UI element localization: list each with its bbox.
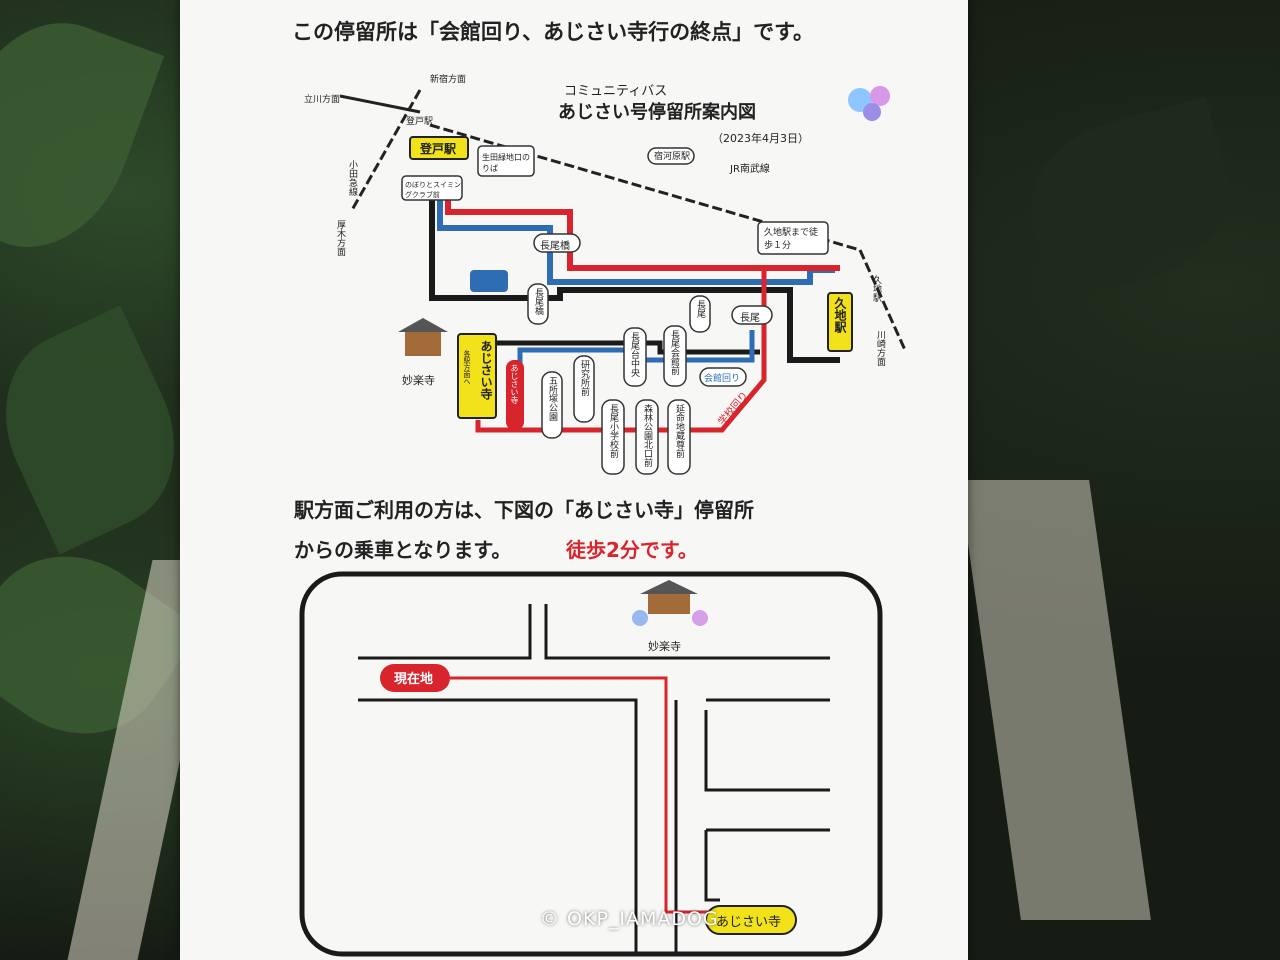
header-text: この停留所は「会館回り、あじさい寺行の終点」です。 xyxy=(292,20,815,44)
label-enmei: 延命地蔵尊前 xyxy=(674,404,684,458)
label-naganobashi-v: 長尾橋 xyxy=(533,288,543,315)
label-nagaodai: 長尾台中央 xyxy=(629,332,639,377)
label-myorakuji: 妙楽寺 xyxy=(402,374,435,387)
label-kuji-walk: 久地駅まで徒歩１分 xyxy=(764,228,819,251)
map-title-sub: コミュニティバス xyxy=(564,84,668,99)
label-naganobashi-top: 長尾橋 xyxy=(540,241,570,252)
label-noborito-swim: のぼりとスイミングクラブ前 xyxy=(405,181,461,199)
map-title: あじさい号停留所案内図 xyxy=(558,102,756,123)
map-date: （2023年4月3日） xyxy=(712,132,809,145)
label-kuji-vertical: 久地駅 xyxy=(871,275,881,302)
watermark: © OKP_IAMADOG xyxy=(540,908,719,930)
label-ajisai-red: あじさい寺 xyxy=(510,364,519,404)
instruction-line2a: からの乗車となります。 xyxy=(294,538,512,562)
instruction-line1: 駅方面ご利用の方は、下図の「あじさい寺」停留所 xyxy=(294,498,754,522)
label-jr-nambu: JR南武線 xyxy=(730,164,770,175)
label-kenkyujo: 研究所前 xyxy=(579,360,589,396)
label-shinjuku: 新宿方面 xyxy=(430,75,467,85)
label-nagao-shogakko: 長尾小学校前 xyxy=(608,404,618,458)
label-ajisai-terminal: あじさい寺 xyxy=(479,340,493,400)
label-noborito-stop: 登戸駅 xyxy=(420,142,457,156)
label-noborito-box: 登戸駅 xyxy=(406,117,434,127)
label-odakyu: 小田急線 xyxy=(347,160,357,196)
label-atsugi: 厚木方面 xyxy=(335,220,345,256)
label-shinrin: 森林公園北口前 xyxy=(642,404,652,467)
label-tachikawa: 立川方面 xyxy=(304,95,341,105)
label-kawasaki: 川崎方面 xyxy=(875,330,885,366)
label-kaikan-mawari: 会館回り xyxy=(704,374,741,384)
label-nagao-h: 長尾 xyxy=(740,313,760,324)
lower-current-location: 現在地 xyxy=(394,672,434,687)
instruction-line2b: 徒歩2分です。 xyxy=(566,538,698,562)
lower-ajisai-stop: あじさい寺 xyxy=(716,915,782,930)
label-ikuta: 生田緑地口のりば xyxy=(482,153,530,173)
label-shukugawara: 宿河原駅 xyxy=(654,152,691,162)
lower-temple-label: 妙楽寺 xyxy=(648,640,681,653)
label-kuji-station: 久地駅 xyxy=(833,297,847,333)
bus-stop-sign xyxy=(180,0,968,960)
label-nagao-kaikan: 長尾会館前 xyxy=(669,330,679,375)
label-nagao-v: 長尾 xyxy=(695,300,705,318)
label-goshozuka: 五所塚公園 xyxy=(547,376,557,421)
label-ajisai-sub: 各駅方面へ xyxy=(463,350,471,385)
